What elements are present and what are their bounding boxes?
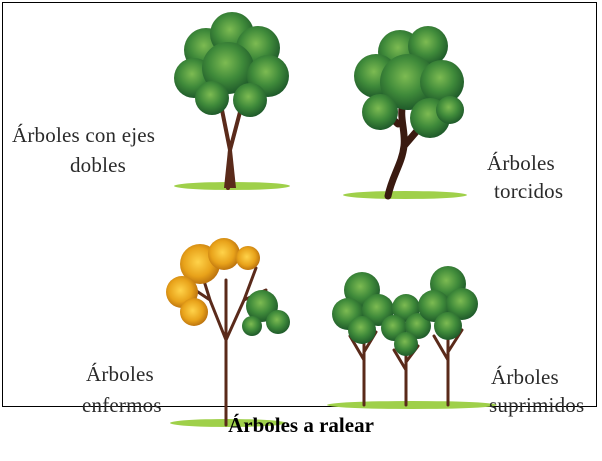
green-foliage	[242, 290, 290, 336]
autumn-foliage	[166, 238, 260, 326]
suppressed-trees-illustration	[327, 266, 497, 409]
illustration-frame	[2, 2, 597, 407]
tree-trunk	[184, 266, 268, 427]
label-suppressed-line1: Árboles	[491, 365, 559, 389]
tree-foliage	[174, 12, 289, 117]
tree-trunk-base	[224, 150, 236, 188]
grass-tuft	[343, 191, 467, 199]
label-double-axes-line2: dobles	[69, 153, 127, 177]
tree-foliage	[332, 272, 394, 344]
figure-caption: Árboles a ralear	[228, 413, 374, 437]
tree-trunk	[432, 328, 464, 407]
label-diseased-line1: Árboles	[86, 362, 154, 386]
tree-foliage	[381, 294, 431, 356]
label-double-axes-line1: Árboles con ejes	[12, 123, 156, 147]
label-twisted-line2: torcidos	[494, 179, 564, 203]
grass-tuft	[170, 419, 286, 427]
diseased-tree-illustration	[166, 238, 290, 427]
grass-tuft	[327, 401, 497, 409]
label-diseased-line2: enfermos	[82, 393, 162, 417]
label-twisted-line1: Árboles	[487, 151, 555, 175]
tree-foliage	[354, 26, 464, 138]
tree-foliage	[418, 266, 478, 340]
label-suppressed-line2: suprimidos	[489, 393, 585, 417]
twisted-tree-illustration	[343, 26, 467, 200]
double-axis-tree-illustration	[174, 12, 290, 190]
